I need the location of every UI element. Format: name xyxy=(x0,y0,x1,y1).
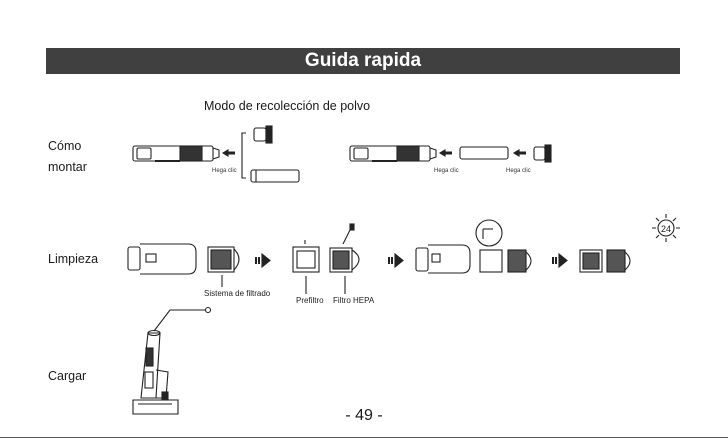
filter-system-icon xyxy=(208,247,239,272)
caption-leaders xyxy=(222,275,345,294)
extension-tube-icon xyxy=(460,147,508,159)
arrow-right-icon xyxy=(255,254,270,267)
filter-system-icon xyxy=(480,250,531,272)
click-arrow-icon xyxy=(440,150,452,156)
dust-bin-open xyxy=(128,244,196,274)
vacuum-body-right xyxy=(350,146,436,161)
faucet-bubble-icon xyxy=(476,220,502,246)
dust-bin-reassemble xyxy=(416,245,470,273)
arrow-right-icon xyxy=(388,254,403,267)
hepa-filter-icon xyxy=(330,224,359,272)
choice-bracket xyxy=(242,133,246,178)
drying-hours-badge: 24 xyxy=(661,224,671,234)
nozzle-icon xyxy=(534,145,551,162)
extension-tube-icon xyxy=(251,170,299,182)
vacuum-on-charging-dock xyxy=(133,331,178,415)
arrow-right-icon xyxy=(552,254,567,267)
click-arrow-icon xyxy=(223,150,235,156)
vacuum-body-left xyxy=(133,146,219,161)
click-arrow-icon xyxy=(514,150,526,156)
charging-cable xyxy=(154,308,211,332)
filter-dry-icon xyxy=(580,250,630,272)
prefilter-icon xyxy=(293,240,319,272)
nozzle-icon xyxy=(254,126,272,143)
